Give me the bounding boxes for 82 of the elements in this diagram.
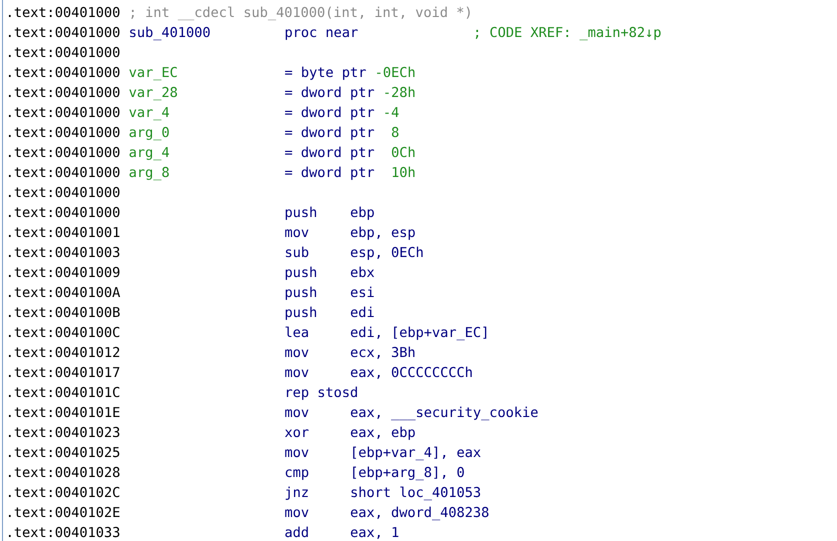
address-text: .text:0040100A	[8, 286, 120, 298]
address-text: .text:00401000	[8, 206, 120, 218]
address-text: .text:00401000	[8, 26, 120, 38]
type-definition: = byte ptr	[285, 66, 366, 80]
address-text: .text:00401025	[8, 446, 120, 458]
operand: ebp	[350, 206, 374, 220]
address-text: .text:00401000	[8, 166, 120, 178]
mnemonic: mov	[285, 409, 308, 418]
mnemonic: push	[286, 266, 316, 280]
variable-name: var_EC	[129, 66, 177, 80]
operand: edi	[350, 306, 374, 318]
offset-value: 8	[392, 126, 398, 138]
type-definition: = dword ptr	[285, 146, 374, 160]
address-text: .text:0040101C	[8, 386, 120, 398]
address-text: .text:00401000	[8, 186, 120, 198]
mnemonic: sub	[286, 246, 308, 258]
operand: [ebp+arg_8], 0	[353, 466, 464, 480]
operand: eax, 1	[350, 527, 398, 539]
operand: eax, ___security_cookie	[350, 406, 538, 420]
operand: esi	[350, 286, 374, 298]
offset-value: 10h	[392, 166, 414, 178]
address-text: .text:00401000	[8, 46, 120, 58]
operand: ebx	[350, 266, 374, 278]
xref-comment: ; CODE XREF: _main+82↓p	[476, 26, 661, 40]
address-text: .text:00401028	[8, 466, 120, 478]
mnemonic: cmp	[286, 469, 308, 480]
address-text: .text:00401009	[8, 266, 120, 278]
operand: eax, 0CCCCCCCCh	[350, 366, 472, 379]
address-text: .text:00401033	[8, 526, 120, 538]
type-definition: = dword ptr	[285, 126, 374, 140]
variable-name: arg_4	[130, 147, 169, 160]
mnemonic: jnz	[286, 486, 308, 500]
operand: short loc_401053	[352, 486, 480, 500]
operand: [ebp+var_4], eax	[353, 446, 481, 460]
variable-name: arg_0	[130, 126, 169, 140]
type-definition: = dword ptr	[285, 166, 374, 180]
address-text: .text:00401001	[8, 226, 120, 238]
mnemonic: lea	[286, 326, 308, 338]
mnemonic: mov	[285, 369, 308, 378]
mnemonic: mov	[285, 449, 308, 458]
address-text: .text:00401000	[8, 66, 120, 78]
mnemonic: rep stosd	[286, 386, 357, 400]
mnemonic: mov	[285, 349, 308, 358]
address-text: .text:0040101E	[8, 406, 120, 418]
function-name: sub_401000	[130, 26, 210, 40]
offset-value: -0ECh	[377, 66, 414, 78]
operand: ecx, 3Bh	[350, 346, 414, 359]
address-text: .text:0040100B	[8, 306, 120, 318]
address-text: .text:00401012	[8, 346, 120, 358]
mnemonic: push	[286, 306, 316, 320]
mnemonic: add	[285, 526, 308, 538]
operand: esp, 0ECh	[350, 246, 423, 260]
mnemonic: xor	[285, 429, 309, 438]
address-text: .text:0040100C	[8, 326, 120, 338]
mnemonic: push	[286, 206, 316, 220]
address-text: .text:00401000	[8, 106, 120, 118]
mnemonic: mov	[285, 509, 308, 518]
operand: eax, dword_408238	[350, 506, 488, 520]
code-comment: ; int __cdecl sub_401000(int, int, void *)	[131, 6, 470, 20]
variable-name: arg_8	[130, 166, 169, 180]
address-text: .text:00401000	[8, 146, 120, 158]
address-text: .text:00401000	[8, 86, 120, 98]
type-definition: = dword ptr	[285, 106, 374, 120]
mnemonic: push	[286, 286, 316, 300]
variable-name: var_4	[129, 107, 169, 120]
address-text: .text:00401000	[8, 6, 120, 18]
type-definition: = dword ptr	[285, 86, 374, 100]
address-text: .text:0040102E	[8, 506, 120, 518]
directive: proc near	[286, 29, 358, 40]
address-text: .text:00401017	[8, 366, 120, 378]
address-text: .text:0040102C	[8, 486, 120, 498]
operand: ebp, esp	[350, 226, 415, 240]
variable-name: var_28	[129, 86, 177, 100]
address-text: .text:00401000	[8, 126, 120, 138]
address-text: .text:00401003	[8, 246, 120, 258]
mnemonic: mov	[285, 229, 308, 238]
offset-value: -28h	[385, 86, 414, 98]
operand: eax, ebp	[350, 426, 415, 440]
offset-value: -4	[385, 107, 399, 117]
operand: edi, [ebp+var_EC]	[350, 326, 486, 340]
offset-value: 0Ch	[392, 146, 414, 158]
address-text: .text:00401023	[8, 426, 120, 438]
